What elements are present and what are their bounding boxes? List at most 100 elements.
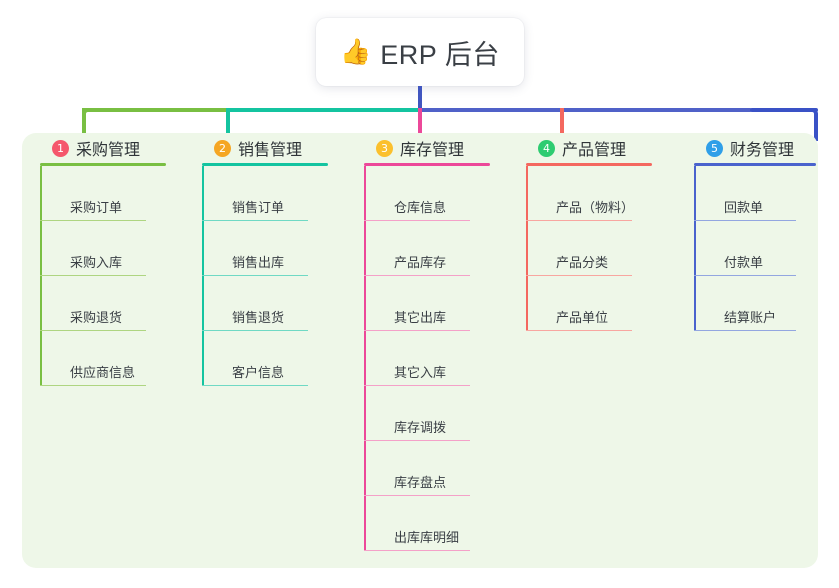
list-item-rule [364, 274, 470, 276]
list-item-rule [364, 494, 470, 496]
list-item-label: 采购订单 [70, 200, 123, 215]
column-header-1[interactable]: 1 采购管理 [40, 133, 186, 163]
list-item[interactable]: 库存调拨 [364, 386, 510, 441]
list-item-label: 产品库存 [394, 255, 447, 270]
list-item-label: 客户信息 [232, 365, 285, 380]
column-4: 4 产品管理产品（物料） 产品分类产品单位 [526, 133, 672, 331]
column-header-5[interactable]: 5 财务管理 [694, 133, 834, 163]
list-item-label: 出库库明细 [394, 530, 460, 545]
connector-drop-5 [814, 114, 818, 141]
list-item-rule [526, 219, 632, 221]
column-rail [364, 166, 366, 551]
list-item[interactable]: 采购退货 [40, 276, 186, 331]
list-item-rule [694, 329, 796, 331]
list-item-rule [202, 384, 308, 386]
list-item-label: 销售出库 [232, 255, 285, 270]
column-header-rule [202, 163, 328, 166]
column-number-badge: 5 [706, 139, 723, 157]
list-item[interactable]: 回款单 [694, 166, 834, 221]
list-item[interactable]: 库存盘点 [364, 441, 510, 496]
thumbs-up-emoji: 👍 [340, 37, 372, 66]
list-item[interactable]: 付款单 [694, 221, 834, 276]
column-number-badge: 4 [538, 139, 555, 157]
list-item[interactable]: 销售退货 [202, 276, 348, 331]
list-item[interactable]: 仓库信息 [364, 166, 510, 221]
list-item-label: 产品单位 [556, 310, 609, 325]
connector-bus-blue-end [750, 108, 818, 112]
list-item-rule [364, 219, 470, 221]
list-item-rule [364, 549, 470, 551]
list-item-label: 结算账户 [724, 310, 777, 325]
list-item-rule [364, 439, 470, 441]
column-header-rule [526, 163, 652, 166]
list-item-label: 采购退货 [70, 310, 123, 325]
column-number-badge: 3 [376, 139, 393, 157]
list-item[interactable]: 销售出库 [202, 221, 348, 276]
column-title: 销售管理 [238, 142, 303, 159]
column-rail [40, 166, 42, 386]
connector-bus-green [82, 108, 228, 112]
list-item[interactable]: 供应商信息 [40, 331, 186, 386]
column-title: 采购管理 [76, 142, 141, 159]
column-number-badge: 1 [52, 139, 69, 157]
list-item-rule [694, 274, 796, 276]
column-header-rule [364, 163, 490, 166]
column-header-rule [40, 163, 166, 166]
column-title: 库存管理 [400, 142, 465, 159]
column-items: 产品（物料） 产品分类产品单位 [526, 166, 672, 331]
list-item-rule [202, 329, 308, 331]
list-item[interactable]: 采购入库 [40, 221, 186, 276]
column-header-3[interactable]: 3 库存管理 [364, 133, 510, 163]
list-item[interactable]: 产品分类 [526, 221, 672, 276]
list-item-rule [202, 219, 308, 221]
column-header-4[interactable]: 4 产品管理 [526, 133, 672, 163]
list-item[interactable]: 其它出库 [364, 276, 510, 331]
list-item[interactable]: 产品库存 [364, 221, 510, 276]
list-item[interactable]: 产品（物料） [526, 166, 672, 221]
list-item[interactable]: 结算账户 [694, 276, 834, 331]
list-item[interactable]: 客户信息 [202, 331, 348, 386]
list-item-label: 库存盘点 [394, 475, 447, 490]
column-items: 回款单付款单结算账户 [694, 166, 834, 331]
root-node-card[interactable]: 👍 ERP 后台 [316, 18, 524, 86]
connector-bus-teal [226, 108, 420, 112]
list-item-rule [40, 274, 146, 276]
list-item[interactable]: 产品单位 [526, 276, 672, 331]
column-3: 3 库存管理仓库信息产品库存其它出库其它入库库存调拨库存盘点出库库明细 [364, 133, 510, 551]
connector-drop-3 [418, 108, 422, 141]
column-items: 销售订单销售出库销售退货客户信息 [202, 166, 348, 386]
list-item[interactable]: 出库库明细 [364, 496, 510, 551]
column-header-rule [694, 163, 816, 166]
page-title: ERP 后台 [380, 39, 500, 70]
list-item-label: 其它出库 [394, 310, 447, 325]
list-item-rule [526, 274, 632, 276]
list-item[interactable]: 采购订单 [40, 166, 186, 221]
column-rail [202, 166, 204, 386]
connector-stem [418, 86, 422, 111]
list-item-rule [202, 274, 308, 276]
list-item-rule [364, 329, 470, 331]
column-items: 采购订单采购入库采购退货供应商信息 [40, 166, 186, 386]
column-1: 1 采购管理采购订单采购入库采购退货供应商信息 [40, 133, 186, 386]
list-item[interactable]: 其它入库 [364, 331, 510, 386]
connector-drop-4 [560, 108, 564, 141]
list-item-label: 产品分类 [556, 255, 609, 270]
column-title: 产品管理 [562, 142, 627, 159]
column-rail [526, 166, 528, 331]
list-item-rule [40, 384, 146, 386]
connector-drop-2 [226, 108, 230, 141]
list-item-label: 仓库信息 [394, 200, 447, 215]
list-item-rule [694, 219, 796, 221]
column-title: 财务管理 [730, 142, 795, 159]
list-item-rule [40, 219, 146, 221]
list-item-label: 库存调拨 [394, 420, 447, 435]
list-item-label: 回款单 [724, 200, 764, 215]
list-item-rule [526, 329, 632, 331]
list-item[interactable]: 销售订单 [202, 166, 348, 221]
list-item-label: 供应商信息 [70, 365, 136, 380]
list-item-label: 销售订单 [232, 200, 285, 215]
column-items: 仓库信息产品库存其它出库其它入库库存调拨库存盘点出库库明细 [364, 166, 510, 551]
